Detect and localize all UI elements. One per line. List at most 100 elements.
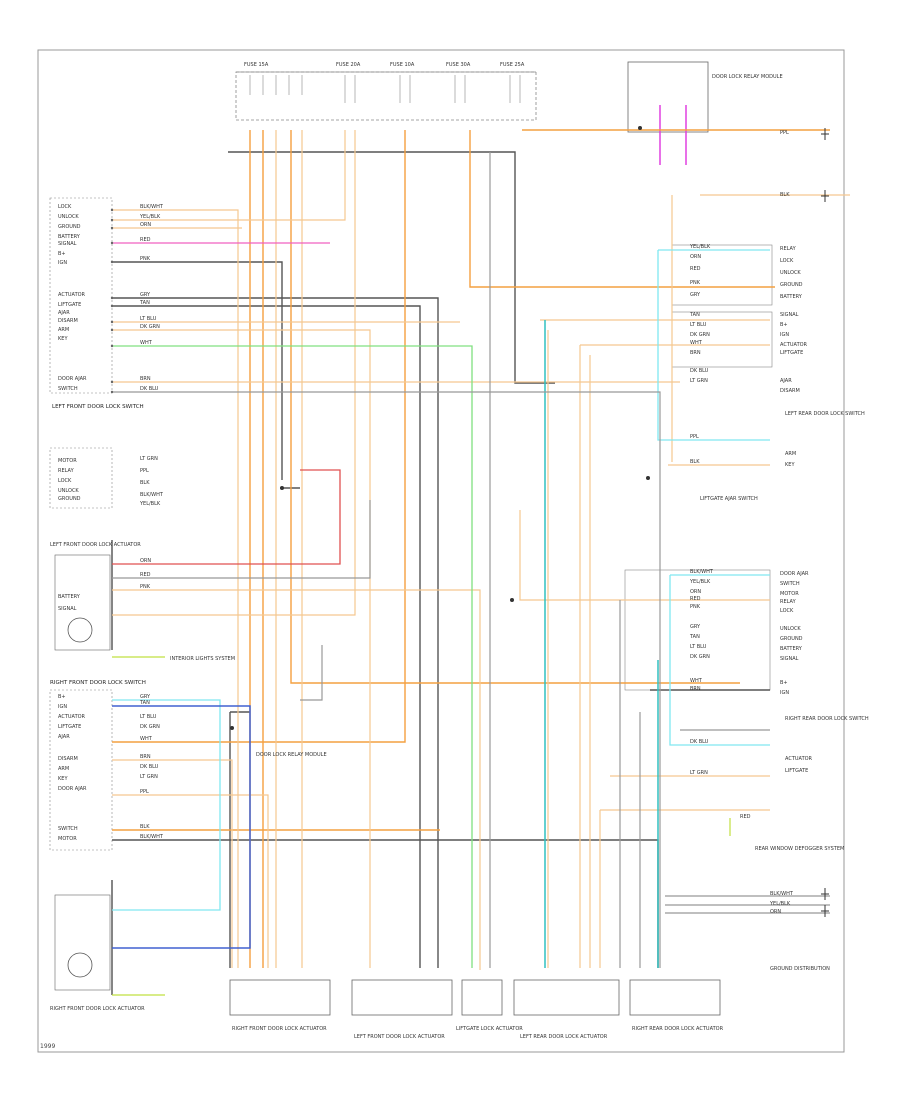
left-front-actuator-box <box>49 447 113 509</box>
pin-function-label: DOOR AJAR <box>58 786 87 792</box>
pin-function-label: B+ <box>58 694 66 700</box>
wire-color-label: BLK <box>780 192 790 198</box>
wire-color-label: GRY <box>690 624 701 630</box>
actuator-label-lf: LEFT FRONT DOOR LOCK ACTUATOR <box>354 1034 445 1040</box>
pin-function-label: RELAY <box>780 246 797 252</box>
pin-function-label: ACTUATOR <box>58 292 86 298</box>
wire-color-label: BLK/WHT <box>140 492 164 498</box>
wire-color-label: PPL <box>780 130 789 136</box>
defogger-note: REAR WINDOW DEFOGGER SYSTEM <box>755 846 844 852</box>
relay-module-note: DOOR LOCK RELAY MODULE <box>256 752 327 758</box>
pin-function-label: SWITCH <box>780 581 800 587</box>
wire-color-label: YEL/BLK <box>769 901 791 907</box>
wire-color-label: LT GRN <box>140 774 158 780</box>
pin-function-label: GROUND <box>780 636 803 642</box>
footer-code: 1999 <box>40 1043 55 1050</box>
wire-color-label: BRN <box>140 754 151 760</box>
fuse-label-2: FUSE 20A <box>336 62 361 68</box>
wire-color-label: DK GRN <box>690 332 710 338</box>
bottom-actuators: RIGHT FRONT DOOR LOCK ACTUATOR LEFT FRON… <box>229 979 724 1040</box>
liftgate-ajar-note: LIFTGATE AJAR SWITCH <box>700 496 758 502</box>
wire-color-label: LT BLU <box>690 644 707 650</box>
wire-color-label: BLK/WHT <box>140 834 164 840</box>
wire-color-label: LT BLU <box>690 322 707 328</box>
wire-color-label: TAN <box>139 700 150 706</box>
right-front-actuator-label: RIGHT FRONT DOOR LOCK ACTUATOR <box>50 1006 145 1012</box>
wire-color-label: RED <box>140 572 151 578</box>
wire-color-label: PNK <box>140 256 151 262</box>
pin-function-label: IGN <box>780 332 789 338</box>
wire-color-label: PNK <box>690 280 701 286</box>
pin-function-label: ARM <box>785 451 796 457</box>
wire-color-label: GRY <box>140 694 151 700</box>
wire-color-label: YEL/BLK <box>139 501 161 507</box>
pin-function-label: GROUND <box>58 496 81 502</box>
wire-color-label: BRN <box>140 376 151 382</box>
pin-function-label: BATTERY <box>780 294 803 300</box>
left-rear-switch-note: LEFT REAR DOOR LOCK SWITCH <box>785 411 865 417</box>
wire-color-label: DK BLU <box>140 764 159 770</box>
wire-color-label: DK BLU <box>690 739 709 745</box>
pin-function-label: LIFTGATE <box>785 768 808 774</box>
actuator-label-liftgate: LIFTGATE LOCK ACTUATOR <box>456 1026 523 1032</box>
relay-top-right-label: DOOR LOCK RELAY MODULE <box>712 74 783 80</box>
pin-function-label: UNLOCK <box>58 214 79 220</box>
fuse-label-1: FUSE 15A <box>244 62 269 68</box>
wire-color-label: TAN <box>139 300 150 306</box>
pin-function-label: LOCK <box>780 608 794 614</box>
wire-color-label: BLK/WHT <box>770 891 794 897</box>
fuse-label-4: FUSE 30A <box>446 62 471 68</box>
wire-color-label: PNK <box>140 584 151 590</box>
pin-function-label: B+ <box>780 680 788 686</box>
pin-function-label: ACTUATOR <box>58 714 86 720</box>
left-front-lock-switch-label: LEFT FRONT DOOR LOCK SWITCH <box>52 404 144 410</box>
pin-function-label: LIFTGATE <box>780 350 803 356</box>
right-front-lock-switch-label: RIGHT FRONT DOOR LOCK SWITCH <box>50 680 146 686</box>
wire-color-label: RED <box>690 596 701 602</box>
wire-color-label: LT GRN <box>690 378 708 384</box>
wire-color-label: RED <box>740 814 751 820</box>
wire-color-label: YEL/BLK <box>139 214 161 220</box>
right-top-connector-box <box>671 244 773 306</box>
pin-function-label: DOOR AJAR <box>780 571 809 577</box>
wire-color-label: DK GRN <box>690 654 710 660</box>
pin-function-label: ACTUATOR <box>785 756 813 762</box>
wire-color-label: PPL <box>140 468 149 474</box>
pin-function-label: ARM <box>58 766 69 772</box>
pin-function-label: SWITCH <box>58 386 78 392</box>
wire-color-label: ORN <box>770 909 781 915</box>
wire-color-label: WHT <box>690 340 703 346</box>
wire-color-label: WHT <box>690 678 703 684</box>
pin-function-label: LIFTGATE <box>58 302 81 308</box>
pin-function-label: KEY <box>785 462 795 468</box>
wire-color-label: PNK <box>690 604 701 610</box>
pin-function-label: AJAR <box>58 734 70 740</box>
pin-function-label: SIGNAL <box>780 656 799 662</box>
pin-labels: LOCK UNLOCK GROUND BATTERY SIGNAL B+ IGN ACTUAT… <box>58 204 813 842</box>
actuator-label-lr: LEFT REAR DOOR LOCK ACTUATOR <box>520 1034 608 1040</box>
left-front-actuator-motor: LEFT FRONT DOOR LOCK ACTUATOR <box>50 542 141 651</box>
fuse-label-3: FUSE 10A <box>390 62 415 68</box>
wire-color-label: DK GRN <box>140 324 160 330</box>
wire-color-label: RED <box>140 237 151 243</box>
right-rear-switch-note: RIGHT REAR DOOR LOCK SWITCH <box>785 716 869 722</box>
pin-function-label: ARM <box>58 327 69 333</box>
wire-color-label: LT GRN <box>140 456 158 462</box>
pin-function-label: SIGNAL <box>780 312 799 318</box>
pin-function-label: IGN <box>780 690 789 696</box>
pin-function-label: RELAY <box>780 599 797 605</box>
pin-function-label: KEY <box>58 776 68 782</box>
left-switch-connector <box>110 208 114 394</box>
wire-color-label: BLK/WHT <box>690 569 714 575</box>
left-front-actuator-label: LEFT FRONT DOOR LOCK ACTUATOR <box>50 542 141 548</box>
pin-function-label: BATTERY <box>58 234 81 240</box>
pin-function-label: MOTOR <box>780 591 799 597</box>
wire-color-label: PPL <box>690 434 699 440</box>
wire-color-label: DK BLU <box>690 368 709 374</box>
pin-function-label: KEY <box>58 336 68 342</box>
interior-lights-note: INTERIOR LIGHTS SYSTEM <box>170 656 235 662</box>
pin-function-label: B+ <box>780 322 788 328</box>
